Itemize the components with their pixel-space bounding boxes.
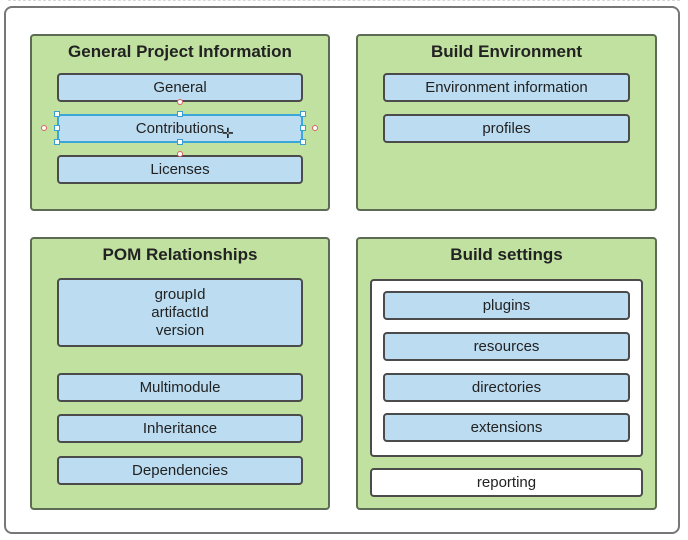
panel-title: Build Environment: [430, 42, 583, 61]
coordinate-artifactid: artifactId: [151, 303, 209, 321]
resize-handle-middle-right[interactable]: [300, 125, 306, 131]
box-inheritance[interactable]: Inheritance: [57, 414, 303, 443]
connector-point-top[interactable]: [177, 99, 183, 105]
coordinate-version: version: [155, 321, 205, 339]
box-resources[interactable]: resources: [383, 332, 630, 361]
resize-handle-top-middle[interactable]: [177, 111, 183, 117]
move-cursor-icon: ✛: [222, 125, 234, 141]
resize-handle-bottom-right[interactable]: [300, 139, 306, 145]
box-reporting[interactable]: reporting: [370, 468, 643, 497]
connector-point-bottom[interactable]: [177, 151, 183, 157]
resize-handle-middle-left[interactable]: [54, 125, 60, 131]
box-plugins[interactable]: plugins: [383, 291, 630, 320]
panel-title: POM Relationships: [102, 245, 258, 264]
resize-handle-bottom-middle[interactable]: [177, 139, 183, 145]
box-profiles[interactable]: profiles: [383, 114, 630, 143]
top-edge-line: [8, 0, 680, 5]
coordinate-groupid: groupId: [154, 285, 206, 303]
box-environment-information[interactable]: Environment information: [383, 73, 630, 102]
box-multimodule[interactable]: Multimodule: [57, 373, 303, 402]
panel-title: Build settings: [450, 245, 563, 264]
box-coordinates[interactable]: groupId artifactId version: [57, 278, 303, 347]
resize-handle-top-left[interactable]: [54, 111, 60, 117]
panel-title: General Project Information: [68, 42, 292, 61]
box-dependencies[interactable]: Dependencies: [57, 456, 303, 485]
connector-point-left[interactable]: [41, 125, 47, 131]
box-extensions[interactable]: extensions: [383, 413, 630, 442]
box-directories[interactable]: directories: [383, 373, 630, 402]
box-licenses[interactable]: Licenses: [57, 155, 303, 184]
box-general[interactable]: General: [57, 73, 303, 102]
resize-handle-top-right[interactable]: [300, 111, 306, 117]
connector-point-right[interactable]: [312, 125, 318, 131]
resize-handle-bottom-left[interactable]: [54, 139, 60, 145]
